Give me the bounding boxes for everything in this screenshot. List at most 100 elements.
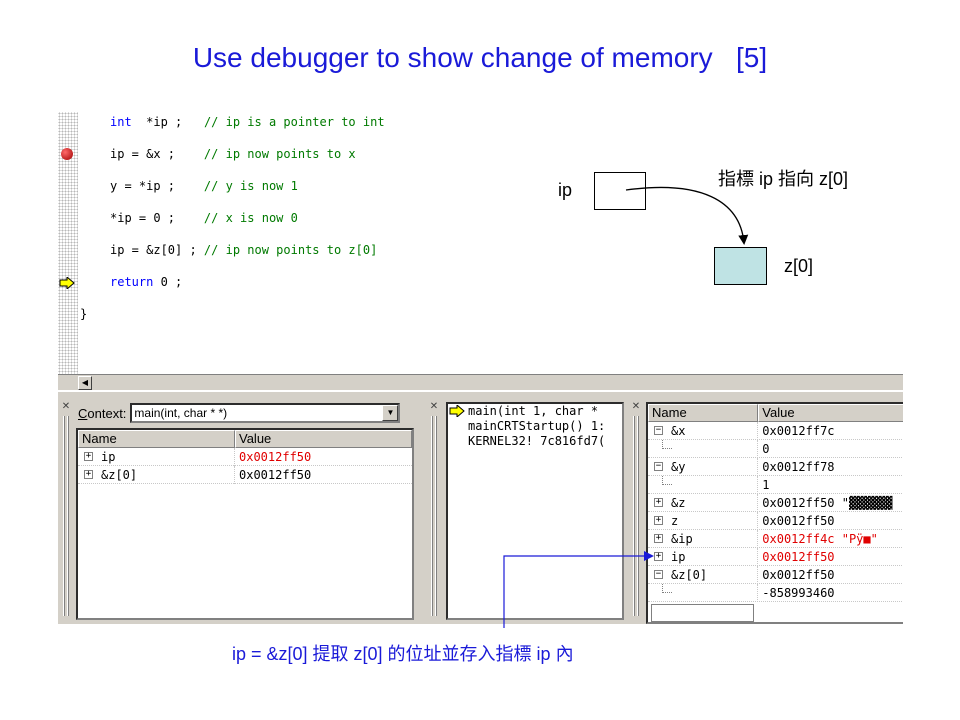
diagram-ip-label: ip [558,180,573,200]
column-header-value[interactable]: Value [235,430,412,448]
row-name-cell: + &z [648,494,759,512]
grip-bar [633,416,635,616]
tree-connector [662,476,672,485]
code-statement: 0 ; [153,275,183,289]
code-text: *ip = 0 ; // x is now 0 [80,211,298,225]
grip-bar [637,416,639,616]
column-header-name[interactable]: Name [648,404,759,422]
column-header-name[interactable]: Name [78,430,235,448]
context-row: Context: main(int, char * *) ▼ [78,402,401,424]
slide-title: Use debugger to show change of memory [5… [192,42,768,73]
tree-collapse-icon[interactable]: − [654,461,663,471]
table-row[interactable]: -858993460 [648,584,903,602]
panel-grip[interactable]: ✕ [60,394,72,622]
panel-grip[interactable]: ✕ [630,394,642,622]
row-name-cell: +&ip [648,530,759,548]
table-row[interactable]: 1 [648,476,903,494]
callstack-frame[interactable]: mainCRTStartup() 1: [448,419,622,434]
row-value: 0x0012ff7c [762,424,835,438]
row-name: &z [671,496,686,510]
table-row[interactable]: + &z 0x0012ff50 "▓▓▓▓▓▓ [648,494,903,512]
locals-grid[interactable]: Name Value + ip 0x0012ff50 +&z[0]0x0012ff50 [76,428,414,620]
code-editor[interactable]: int *ip ; // ip is a pointer to int ip = … [58,112,903,374]
row-value: 0x0012ff78 [762,460,835,474]
table-row[interactable]: + ip 0x0012ff50 [78,448,412,466]
row-value: 0x0012ff50 [239,450,312,464]
code-comment: // y is now 1 [203,179,298,193]
context-value: main(int, char * *) [134,406,228,420]
row-value: 0x0012ff4c "Pÿ■" [762,532,878,546]
table-row[interactable]: + z 0x0012ff50 [648,512,903,530]
tree-expand-icon[interactable]: + [84,469,93,479]
callstack-list[interactable]: main(int 1, char *mainCRTStartup() 1:KER… [446,402,624,620]
table-row[interactable]: −&z[0]0x0012ff50 [648,566,903,584]
code-text: int *ip ; // ip is a pointer to int [80,115,385,129]
row-name: &y [671,460,686,474]
table-row[interactable]: 0 [648,440,903,458]
callstack-frame[interactable]: KERNEL32! 7c816fd7( [448,434,622,449]
tree-collapse-icon[interactable]: − [654,425,663,435]
dropdown-arrow-icon[interactable]: ▼ [382,405,399,421]
slide-caption: ip = &z[0] 提取 z[0] 的位址並存入指標 ip 內 [232,644,574,664]
row-name-cell [648,440,759,458]
tree-expand-icon[interactable]: + [654,551,663,561]
breakpoint-icon[interactable] [61,148,73,160]
code-keyword: return [110,275,154,289]
close-icon[interactable]: ✕ [61,401,71,412]
watch-grid-header: Name Value [648,404,903,422]
editor-gutter[interactable] [58,112,78,374]
code-line: *ip = 0 ; // x is now 0 [80,210,298,226]
code-line: ip = &x ; // ip now points to x [80,146,356,162]
callstack-frame-text: main(int 1, char * [468,404,599,418]
grip-bar [431,416,433,616]
context-select[interactable]: main(int, char * *) ▼ [130,403,401,423]
code-statement: } [80,307,88,321]
code-line: return 0 ; [80,274,182,290]
row-value: 1 [762,478,770,492]
column-header-value[interactable]: Value [758,404,903,422]
row-name-cell: −&x [648,422,759,440]
code-line: ip = &z[0] ; // ip now points to z[0] [80,242,377,258]
row-name-cell [648,476,759,494]
tree-expand-icon[interactable]: + [654,497,663,507]
scroll-left-icon[interactable]: ◀ [78,376,92,390]
locals-grid-header: Name Value [78,430,412,448]
current-line-arrow-icon [59,275,75,291]
row-value: 0x0012ff50 [762,514,835,528]
editor-horizontal-scrollbar[interactable]: ◀ [58,374,903,390]
code-statement: *ip = 0 ; [110,211,204,225]
panel-grip[interactable]: ✕ [428,394,440,622]
code-comment: // ip now points to x [203,147,356,161]
tree-expand-icon[interactable]: + [654,533,663,543]
row-name: &x [671,424,686,438]
code-line: y = *ip ; // y is now 1 [80,178,298,194]
diagram-z0-label: z[0] [784,256,814,276]
tree-expand-icon[interactable]: + [654,515,663,525]
row-name: z [671,514,679,528]
code-line: int *ip ; // ip is a pointer to int [80,114,385,130]
tree-expand-icon[interactable]: + [84,451,93,461]
close-icon[interactable]: ✕ [429,401,439,412]
row-name-cell: + ip [78,448,235,466]
callstack-frame-text: mainCRTStartup() 1: [468,419,606,433]
row-name: ip [101,450,116,464]
table-row[interactable]: +&z[0]0x0012ff50 [78,466,412,484]
diagram-pointer-caption: 指標 ip 指向 z[0] [718,169,849,189]
tree-collapse-icon[interactable]: − [654,569,663,579]
code-text: return 0 ; [80,275,182,289]
tree-connector [662,584,672,593]
locals-rows: + ip 0x0012ff50 +&z[0]0x0012ff50 [78,448,412,484]
row-value: -858993460 [762,586,835,600]
row-name-cell [648,584,759,602]
new-watch-input[interactable] [651,604,754,622]
row-name-cell: −&y [648,458,759,476]
close-icon[interactable]: ✕ [631,401,641,412]
callstack-frame[interactable]: main(int 1, char * [448,404,622,419]
row-name-cell: +&z[0] [78,466,235,484]
row-value: 0x0012ff50 "▓▓▓▓▓▓ [762,496,893,510]
